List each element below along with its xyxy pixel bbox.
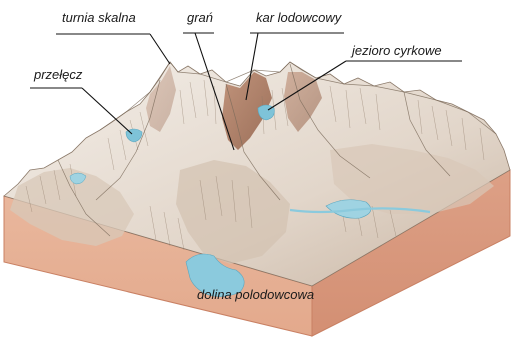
label-przelecz-text: przełęcz (33, 67, 83, 82)
label-turnia-skalna-text: turnia skalna (62, 10, 136, 25)
label-jezioro-cyrkowe-text: jezioro cyrkowe (350, 43, 442, 58)
label-dolina-polodowcowa: dolina polodowcowa (197, 287, 314, 302)
label-turnia-skalna: turnia skalna (56, 10, 170, 64)
label-kar-lodowcowy-text: kar lodowcowy (256, 10, 343, 25)
label-turnia-skalna-leader (150, 34, 170, 64)
label-gran-text: grań (187, 10, 213, 25)
label-dolina-polodowcowa-text: dolina polodowcowa (197, 287, 314, 302)
